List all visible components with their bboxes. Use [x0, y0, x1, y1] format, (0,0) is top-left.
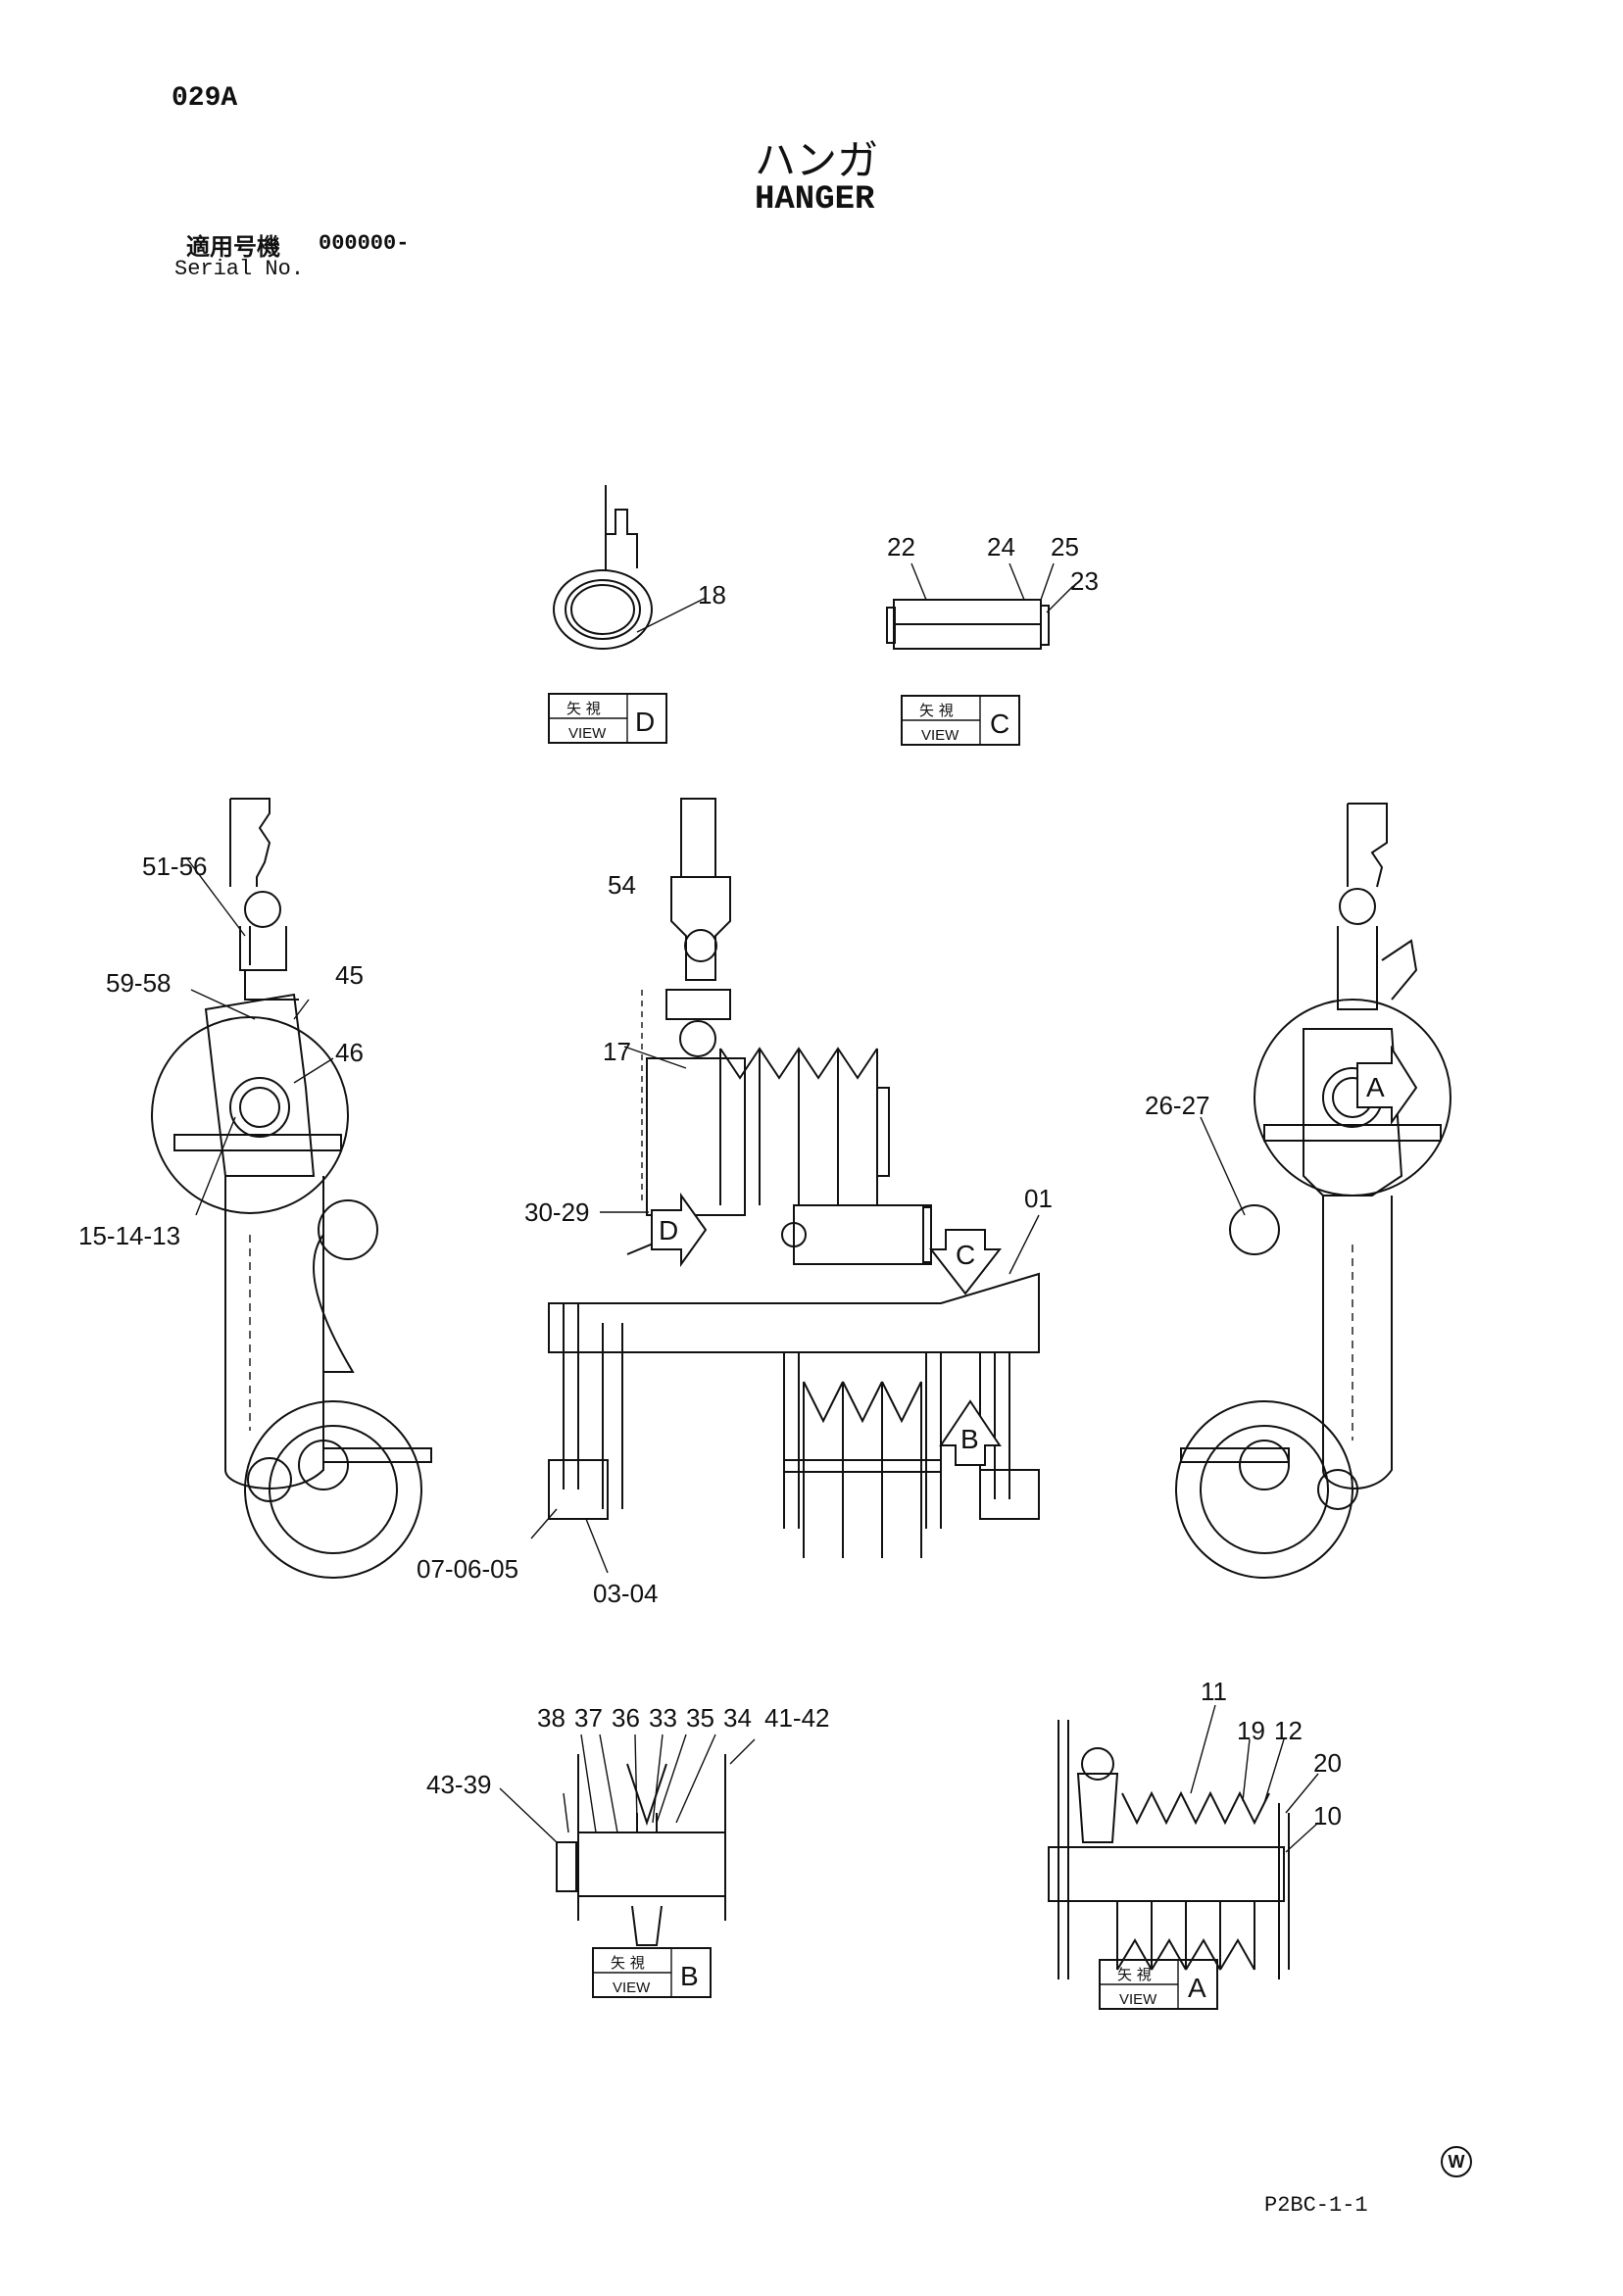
- view-c-en: VIEW: [921, 727, 959, 744]
- label-11: 11: [1201, 1677, 1227, 1706]
- view-a-drawing: [1048, 1704, 1319, 1979]
- label-43-39: 43-39: [426, 1770, 492, 1799]
- svg-text:D: D: [659, 1215, 678, 1246]
- right-side-view-drawing: [1175, 803, 1451, 1579]
- label-59-58: 59-58: [106, 968, 172, 998]
- view-box-c: 矢 視 VIEW C: [901, 695, 1020, 746]
- label-12: 12: [1274, 1716, 1303, 1745]
- view-c-letter: C: [990, 708, 1009, 739]
- serial-label-japanese: 適用号機: [186, 233, 280, 261]
- view-arrow-c: C: [928, 1229, 1003, 1295]
- label-25: 25: [1051, 532, 1079, 562]
- label-24: 24: [987, 532, 1015, 562]
- watermark-circle-mark: W: [1441, 2146, 1472, 2177]
- label-23: 23: [1070, 566, 1099, 596]
- label-26-27: 26-27: [1145, 1091, 1210, 1120]
- view-b-en: VIEW: [613, 1979, 651, 1996]
- view-box-d: 矢 視 VIEW D: [548, 693, 667, 744]
- svg-text:A: A: [1366, 1072, 1385, 1102]
- view-a-letter: A: [1188, 1973, 1206, 2003]
- title-japanese: ハンガ: [755, 136, 879, 184]
- svg-text:C: C: [956, 1240, 975, 1270]
- label-35: 35: [686, 1703, 714, 1733]
- label-19: 19: [1237, 1716, 1265, 1745]
- label-34: 34: [723, 1703, 752, 1733]
- view-b-jp: 矢 視: [611, 1954, 645, 1972]
- label-54: 54: [608, 870, 636, 900]
- label-46: 46: [335, 1038, 364, 1067]
- view-d-en: VIEW: [568, 725, 607, 742]
- view-b-letter: B: [680, 1961, 699, 1991]
- serial-value: 000000-: [319, 231, 410, 256]
- left-side-view-drawing: [151, 798, 432, 1579]
- view-box-a: 矢 視 VIEW A: [1099, 1959, 1218, 2010]
- view-box-b: 矢 視 VIEW B: [592, 1947, 712, 1998]
- front-view-drawing: [530, 798, 1040, 1574]
- label-38: 38: [537, 1703, 566, 1733]
- label-30-29: 30-29: [524, 1197, 590, 1227]
- view-c-jp: 矢 視: [919, 702, 954, 719]
- label-33: 33: [649, 1703, 677, 1733]
- serial-label-english: Serial No.: [174, 257, 305, 281]
- page-code: 029A: [172, 83, 238, 114]
- label-36: 36: [612, 1703, 640, 1733]
- label-22: 22: [887, 532, 915, 562]
- sheet-id: P2BC-1-1: [1264, 2193, 1368, 2218]
- label-41-42: 41-42: [764, 1703, 830, 1733]
- view-arrow-a: A: [1356, 1045, 1418, 1126]
- label-07-06-05: 07-06-05: [417, 1554, 518, 1584]
- view-arrow-b: B: [939, 1399, 1002, 1466]
- label-20: 20: [1313, 1748, 1342, 1778]
- view-d-letter: D: [635, 707, 655, 737]
- label-51-56: 51-56: [142, 852, 208, 881]
- view-c-drawing: [886, 562, 1074, 650]
- label-37: 37: [574, 1703, 603, 1733]
- view-arrow-d: D: [651, 1192, 708, 1268]
- view-a-jp: 矢 視: [1117, 1966, 1152, 1983]
- label-45: 45: [335, 960, 364, 990]
- label-18: 18: [698, 580, 726, 610]
- view-d-drawing: [553, 485, 707, 650]
- view-b-drawing: [499, 1734, 756, 1946]
- view-a-en: VIEW: [1119, 1991, 1157, 2008]
- label-03-04: 03-04: [593, 1579, 659, 1608]
- svg-text:B: B: [960, 1424, 979, 1454]
- label-01: 01: [1024, 1184, 1053, 1213]
- title-english: HANGER: [755, 181, 875, 219]
- label-10: 10: [1313, 1801, 1342, 1831]
- label-17: 17: [603, 1037, 631, 1066]
- label-15-14-13: 15-14-13: [78, 1221, 180, 1250]
- view-d-jp: 矢 視: [566, 700, 601, 717]
